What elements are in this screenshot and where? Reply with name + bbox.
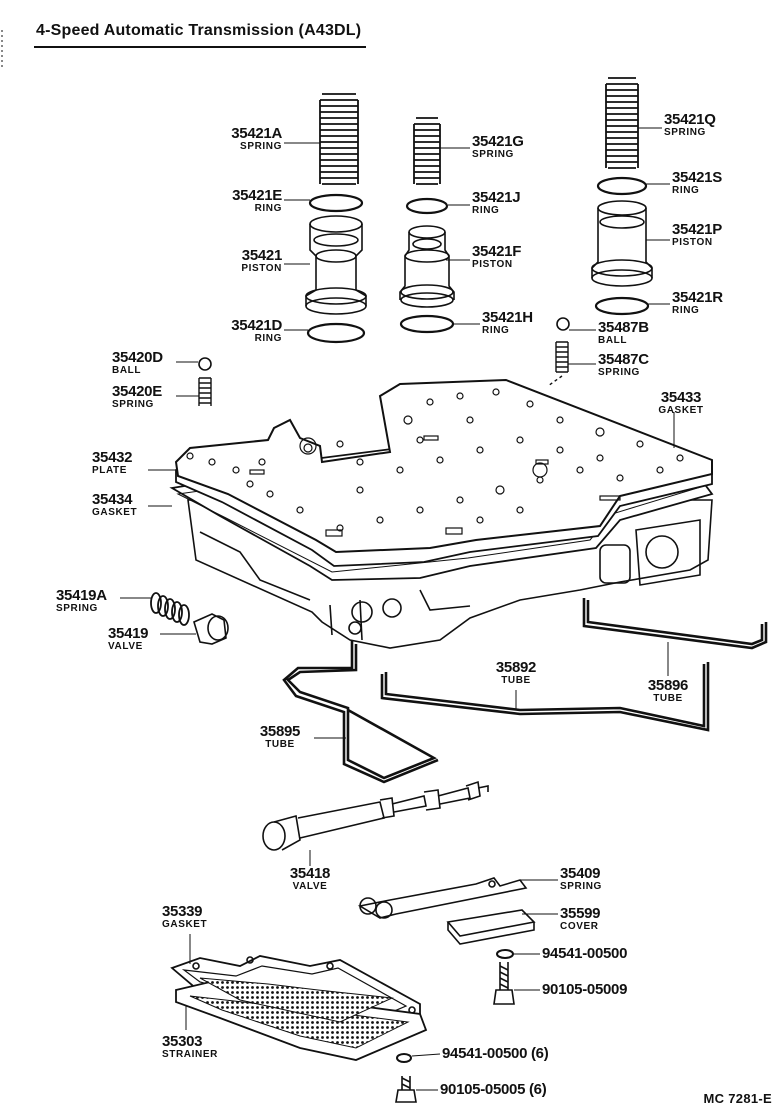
gasket-holes bbox=[186, 388, 684, 537]
ring-35421S bbox=[596, 176, 648, 196]
tube-35896 bbox=[582, 598, 768, 650]
piston-35421 bbox=[305, 215, 367, 315]
leader-lines bbox=[120, 127, 675, 1091]
spring-35421A bbox=[319, 93, 359, 185]
ring-35421D bbox=[306, 322, 366, 344]
spring-35420E bbox=[198, 377, 212, 406]
ring-35421J bbox=[405, 197, 449, 215]
valve-35419 bbox=[193, 613, 229, 645]
washer-94541-lower bbox=[396, 1053, 412, 1063]
bolt-90105-05005 bbox=[395, 1076, 417, 1103]
piston-35421P bbox=[591, 200, 653, 287]
spring-35421G bbox=[413, 117, 441, 185]
figure-code: MC 7281-E bbox=[703, 1091, 772, 1106]
title-underline bbox=[34, 46, 366, 48]
ball-35420D bbox=[198, 357, 212, 371]
label-90105-05005: 90105-05005 (6) bbox=[440, 1081, 547, 1098]
bolt-90105-05009 bbox=[493, 962, 515, 1005]
spring-35487C bbox=[547, 341, 569, 387]
valve-35418 bbox=[262, 780, 489, 851]
label-94541-00500-upper: 94541-00500 bbox=[542, 945, 628, 962]
label-94541-00500-lower: 94541-00500 (6) bbox=[442, 1045, 549, 1062]
gasket-35433 bbox=[174, 378, 713, 554]
ring-35421H bbox=[399, 314, 455, 334]
strainer-35303 bbox=[175, 977, 428, 1061]
ball-35487B bbox=[556, 317, 570, 331]
tube-35892 bbox=[380, 662, 710, 732]
spring-35421Q bbox=[605, 77, 639, 169]
diagram-title: 4-Speed Automatic Transmission (A43DL) bbox=[36, 22, 362, 39]
washer-94541-upper bbox=[496, 949, 514, 959]
label-90105-05009: 90105-05009 bbox=[542, 981, 628, 998]
ring-35421R bbox=[594, 296, 650, 316]
ring-35421E bbox=[308, 193, 364, 213]
spring-35409 bbox=[357, 877, 528, 919]
tube-35895 bbox=[282, 640, 439, 784]
piston-35421F bbox=[399, 225, 455, 308]
spring-35419A bbox=[150, 592, 190, 626]
